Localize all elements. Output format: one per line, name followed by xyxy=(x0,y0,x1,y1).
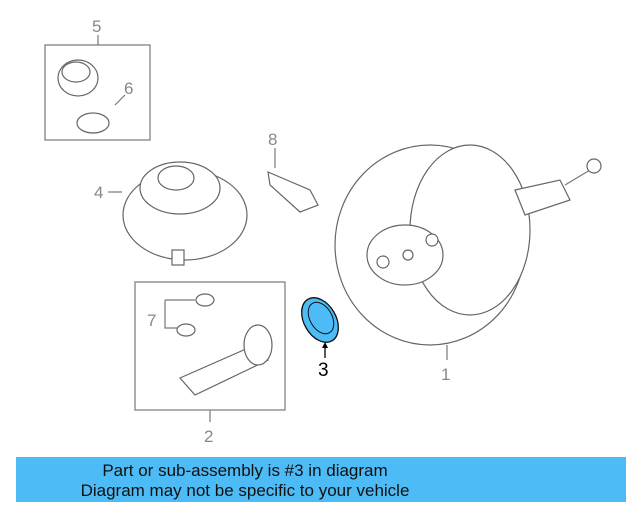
callout-5: 5 xyxy=(92,17,101,36)
callout-1: 1 xyxy=(441,365,450,384)
reservoir-cap-group xyxy=(44,35,151,141)
callout-2: 2 xyxy=(204,427,213,446)
callout-4: 4 xyxy=(94,183,103,202)
callout-8: 8 xyxy=(268,130,277,149)
seal-part-3[interactable] xyxy=(294,291,346,358)
brake-booster xyxy=(334,144,602,360)
callout-7: 7 xyxy=(147,311,156,330)
reservoir xyxy=(122,161,248,266)
banner-line-2: Diagram may not be specific to your vehi… xyxy=(80,481,410,500)
callout-3: 3 xyxy=(318,360,329,381)
callout-6: 6 xyxy=(124,79,133,98)
info-banner: Part or sub-assembly is #3 in diagram Di… xyxy=(16,457,626,502)
banner-line-1: Part or sub-assembly is #3 in diagram xyxy=(102,461,388,480)
parts-diagram: 5 6 4 8 7 2 3 xyxy=(44,17,602,446)
master-cylinder-group xyxy=(134,281,286,422)
sensor xyxy=(267,148,319,213)
